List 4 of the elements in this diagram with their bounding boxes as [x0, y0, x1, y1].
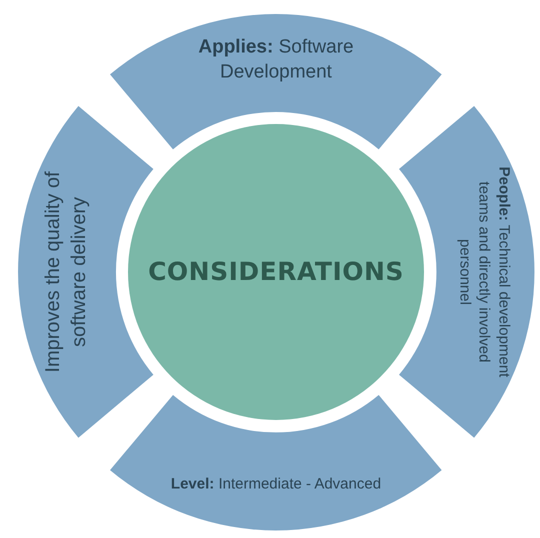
center-title: CONSIDERATIONS	[148, 256, 404, 288]
segment-text: Level: Intermediate - Advanced	[170, 474, 382, 494]
segment-text: Improves the quality of software delivery	[41, 170, 91, 375]
segment-text: Applies: Software Development	[197, 35, 355, 84]
